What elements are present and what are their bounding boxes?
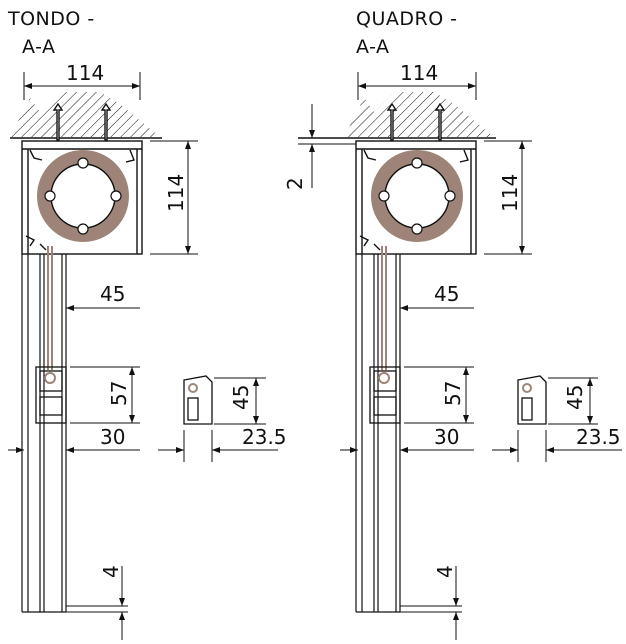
box-height-dimension [150,140,198,255]
end-cap-profile [517,375,547,425]
ceiling [298,92,496,139]
bottom-bar-height-dimension [70,366,140,424]
top-width-label: 114 [400,61,438,85]
end-cap-width-label: 23.5 [242,425,287,449]
sill-dimension [66,566,128,640]
guide-label: 45 [434,282,459,306]
end-cap-height-label: 45 [229,385,253,410]
sill-dimension [400,566,462,640]
end-cap-profile [183,375,213,425]
roller-box [21,140,143,255]
bottom-bar-profile [35,366,67,424]
screw-icon [52,102,112,141]
end-cap-height-dimension [214,377,266,425]
guide-rail [355,246,401,613]
drawing-quadro: QUADRO - A-A 114 2 [283,8,622,640]
ceiling [10,92,162,139]
guide-dimension [400,305,474,311]
bottom-bar-width-label: 30 [434,425,459,449]
gap-label: 2 [283,177,307,190]
guide-dimension [66,305,140,311]
bottom-bar-height-label: 57 [441,381,465,406]
guide-rail [21,246,67,613]
screw-icon [386,102,446,141]
bottom-bar-width-label: 30 [100,425,125,449]
box-height-label: 114 [164,174,188,212]
bottom-bar-width-dimension [340,447,474,453]
title-line2: A-A [22,36,56,58]
end-cap-height-label: 45 [563,385,587,410]
end-cap-height-dimension [548,377,598,425]
bottom-bar-width-dimension [8,447,140,453]
top-width-dimension [357,72,477,100]
bottom-bar-height-label: 57 [107,381,131,406]
bottom-bar-profile [369,366,401,424]
box-height-label: 114 [498,174,522,212]
shutter-roll [37,150,129,242]
shutter-roll [371,150,463,242]
end-cap-width-label: 23.5 [576,425,621,449]
title-line1: QUADRO - [356,8,458,30]
guide-label: 45 [100,282,125,306]
title-line1: TONDO - [7,8,95,30]
sill-label: 4 [433,565,457,578]
top-width-label: 114 [66,61,104,85]
gap-dimension [298,104,356,188]
sill-label: 4 [99,565,123,578]
end-cap-width-dimension [492,430,622,462]
roller-box [355,140,477,255]
title-line2: A-A [356,36,390,58]
top-width-dimension [23,72,141,100]
end-cap-width-dimension [158,430,278,462]
box-height-dimension [484,140,532,255]
bottom-bar-height-dimension [404,366,474,424]
drawing-tondo: TONDO - A-A 114 [7,8,287,640]
